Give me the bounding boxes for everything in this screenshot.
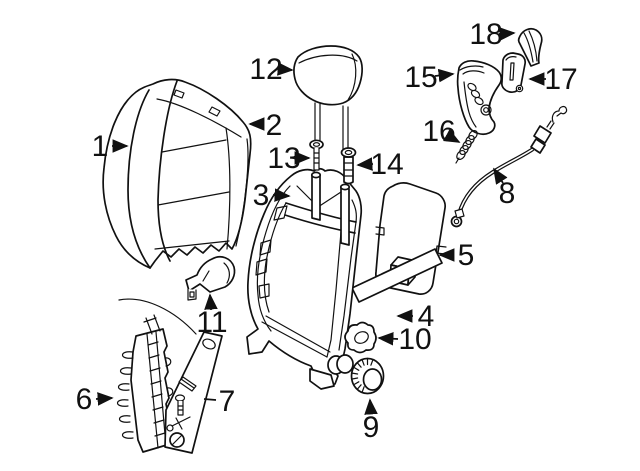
callout-1-number: 1 — [92, 130, 109, 163]
callout-10[interactable]: 10 — [377, 323, 432, 356]
headrest-guide-sleeve-13-art — [309, 139, 324, 171]
callout-6-number: 6 — [76, 383, 93, 416]
spring-art — [455, 129, 478, 164]
callout-5-number: 5 — [458, 239, 475, 272]
callout-4[interactable]: 4 — [396, 300, 435, 333]
side-shield-art — [456, 59, 503, 136]
callout-10-number: 10 — [398, 323, 431, 356]
callout-18-number: 18 — [469, 18, 502, 51]
callout-10-arrow — [377, 331, 399, 346]
adjuster-nut-art — [344, 321, 377, 354]
trim-cap-art — [517, 27, 543, 67]
callout-1[interactable]: 1 — [92, 130, 129, 163]
callout-11-arrow — [204, 293, 218, 311]
callout-15[interactable]: 15 — [404, 61, 455, 94]
callout-16[interactable]: 16 — [422, 115, 461, 148]
bolster-pad-art — [351, 248, 443, 303]
callout-11-number: 11 — [196, 306, 227, 339]
seat-back-cushion-art — [102, 78, 252, 335]
callout-13[interactable]: 13 — [267, 142, 311, 175]
release-cable-art — [450, 105, 568, 228]
callout-8[interactable]: 8 — [493, 167, 516, 210]
callout-8-arrow — [493, 167, 508, 185]
callout-18-arrow — [498, 27, 516, 41]
callout-9-number: 9 — [363, 411, 380, 444]
callout-16-number: 16 — [422, 115, 455, 148]
callout-9[interactable]: 9 — [363, 398, 380, 444]
callout-14[interactable]: 14 — [356, 148, 404, 181]
headrest-guide-sleeve-14-art — [340, 147, 357, 185]
callout-17[interactable]: 17 — [528, 63, 578, 96]
hardware-plate-art — [164, 331, 223, 454]
callout-9-arrow — [364, 398, 378, 415]
callout-7-leader — [203, 398, 217, 401]
callout-5[interactable]: 5 — [438, 239, 475, 272]
callout-4-number: 4 — [418, 300, 435, 333]
callout-3-number: 3 — [253, 179, 270, 212]
handle-cover-art — [501, 52, 527, 94]
callout-17-number: 17 — [544, 63, 577, 96]
callout-13-number: 13 — [267, 142, 300, 175]
callout-7-number: 7 — [219, 385, 236, 418]
callout-3-arrow — [272, 188, 291, 202]
callout-16-arrow — [443, 129, 461, 143]
callout-6[interactable]: 6 — [76, 383, 114, 416]
callout-12-number: 12 — [249, 53, 282, 86]
callout-15-number: 15 — [404, 61, 437, 94]
callout-12[interactable]: 12 — [249, 53, 294, 86]
headrest-art — [293, 45, 363, 151]
callout-8-number: 8 — [499, 177, 516, 210]
callout-2-number: 2 — [266, 109, 283, 142]
callout-12-arrow — [277, 62, 294, 76]
recliner-knob-art — [350, 357, 385, 395]
callout-2[interactable]: 2 — [248, 109, 283, 142]
callout-7[interactable]: 7 — [203, 385, 236, 418]
seat-frame-art — [246, 167, 363, 390]
latch-cover-art — [185, 256, 236, 301]
callout-11[interactable]: 11 — [196, 293, 228, 339]
callout-3[interactable]: 3 — [253, 179, 291, 212]
callout-18[interactable]: 18 — [469, 18, 516, 51]
callout-14-arrow — [356, 157, 374, 171]
callout-6-arrow — [95, 392, 114, 406]
callout-15-arrow — [434, 68, 455, 83]
callout-14-number: 14 — [370, 148, 403, 181]
